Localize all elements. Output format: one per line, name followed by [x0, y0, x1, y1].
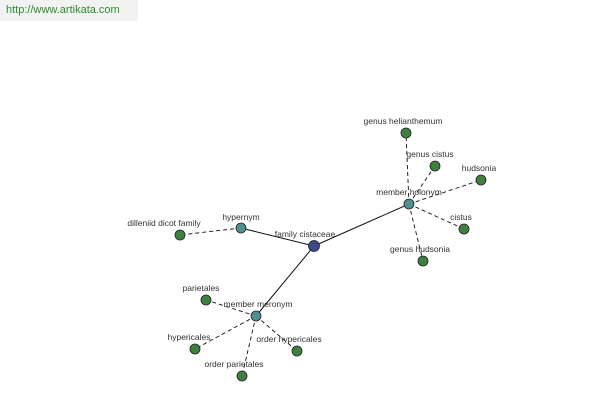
leaf-label-genus-hudsonia: genus hudsonia: [390, 244, 450, 254]
graph-labels: hypernym dilleniid dicot family member hol…: [127, 116, 496, 369]
leaf-label-dilleniid-dicot-family: dilleniid dicot family: [127, 218, 201, 228]
relation-label-hypernym: hypernym: [222, 212, 259, 222]
leaf-node-genus-helianthemum[interactable]: [400, 127, 412, 139]
edge-member-meronym-parietales: [205, 299, 257, 317]
edge-member-meronym-hypericales: [194, 315, 257, 350]
graph-nodes: [174, 127, 487, 382]
leaf-node-order-parietales[interactable]: [236, 370, 248, 382]
leaf-node-genus-hudsonia[interactable]: [417, 255, 429, 267]
relation-node-hypernym[interactable]: [235, 222, 247, 234]
edge-center-member-meronym: [255, 245, 315, 317]
edge-member-holonym-cistus: [408, 203, 465, 230]
edge-hypernym-dilleniid-dicot-family: [179, 227, 242, 236]
leaf-node-dilleniid-dicot-family[interactable]: [174, 229, 186, 241]
leaf-node-genus-cistus[interactable]: [429, 160, 441, 172]
leaf-label-genus-helianthemum: genus helianthemum: [364, 116, 443, 126]
leaf-label-hudsonia: hudsonia: [462, 163, 497, 173]
relation-label-member-holonym: member holonym: [376, 187, 442, 197]
edge-center-hypernym: [240, 227, 315, 247]
leaf-node-hudsonia[interactable]: [475, 174, 487, 186]
leaf-node-hypericales[interactable]: [189, 343, 201, 355]
edge-member-holonym-genus-cistus: [408, 165, 436, 205]
leaf-node-cistus[interactable]: [458, 223, 470, 235]
edge-center-member-holonym: [313, 203, 410, 247]
leaf-label-order-parietales: order parietales: [204, 359, 263, 369]
edge-member-holonym-genus-helianthemum: [405, 132, 410, 205]
relation-node-member-holonym[interactable]: [403, 198, 415, 210]
leaf-label-genus-cistus: genus cistus: [406, 149, 453, 159]
leaf-node-order-hypericales[interactable]: [291, 345, 303, 357]
leaf-node-parietales[interactable]: [200, 294, 212, 306]
graph-edges: [179, 132, 482, 377]
edge-member-meronym-order-parietales: [241, 315, 257, 377]
relation-label-member-meronym: member meronym: [224, 299, 293, 309]
center-label-family-cistaceae: family cistaceae: [275, 229, 336, 239]
edge-member-holonym-genus-hudsonia: [408, 203, 424, 262]
site-link[interactable]: http://www.artikata.com: [6, 4, 120, 16]
relation-node-member-meronym[interactable]: [250, 310, 262, 322]
leaf-label-order-hypericales: order hypericales: [256, 334, 321, 344]
leaf-label-parietales: parietales: [183, 283, 220, 293]
center-node-family-cistaceae[interactable]: [308, 240, 320, 252]
edge-member-holonym-hudsonia: [408, 179, 482, 205]
header-bar: http://www.artikata.com: [0, 0, 138, 21]
leaf-label-hypericales: hypericales: [168, 332, 211, 342]
leaf-label-cistus: cistus: [450, 212, 472, 222]
edge-member-meronym-order-hypericales: [255, 315, 298, 352]
